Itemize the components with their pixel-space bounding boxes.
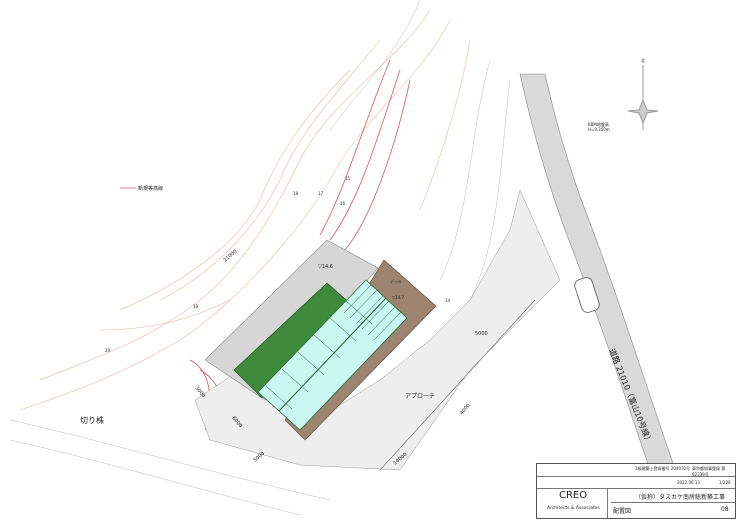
project-name: （仮称）タスカケ南房総新築工事 [635, 494, 726, 501]
existing-contours-grey [9, 0, 511, 516]
benchmark-label: KBM地盤高 [588, 121, 609, 127]
gravel-area [194, 189, 561, 471]
contour-label: 20 [105, 348, 111, 353]
registrar: 東京都知事登録 第62339号 [692, 466, 726, 477]
registration: 1級建築士登録番号 204070号 [635, 466, 691, 471]
north-arrow-icon [627, 65, 659, 130]
retaining-line [379, 299, 536, 471]
green-roof [233, 282, 353, 399]
new-contours [189, 59, 411, 441]
car-icon [574, 277, 600, 313]
deck-elevation: ▽14.7 [392, 295, 404, 300]
benchmark-value: H=9.350m [588, 127, 610, 132]
dimension: 5000 [475, 331, 488, 337]
contour-label: 15 [345, 176, 351, 181]
pad-elevation: ▽14.6 [318, 264, 333, 270]
approach-label: アプローチ [405, 393, 435, 400]
sheet-title: 配置図 [613, 508, 632, 515]
date: 2022.06.13 [677, 480, 700, 485]
contour-label: 16 [340, 201, 346, 206]
firm-name: CREO [559, 490, 588, 501]
dimension: 4000 [459, 403, 472, 417]
contour-label: 19 [193, 304, 199, 309]
title-block: 1級建築士登録番号 204070号 東京都知事登録 第62339号 2022.0… [536, 463, 736, 519]
existing-contours [19, 9, 471, 411]
firm-sub: Architects & Associates [547, 506, 600, 511]
panel-lines [265, 284, 402, 412]
north-label: 北 [641, 57, 645, 63]
deck-label: デッキ [390, 278, 402, 284]
scale: 1/200 [719, 480, 731, 485]
contour-label: 17 [318, 191, 324, 196]
contour-label: 14 [445, 298, 451, 303]
cut-stump-label: 切り株 [80, 415, 104, 425]
contour-label: 18 [293, 191, 299, 196]
legend-label: 新規等高線 [138, 185, 163, 192]
sheet-number: 08 [721, 506, 729, 513]
dimension: 21000 [222, 249, 238, 264]
